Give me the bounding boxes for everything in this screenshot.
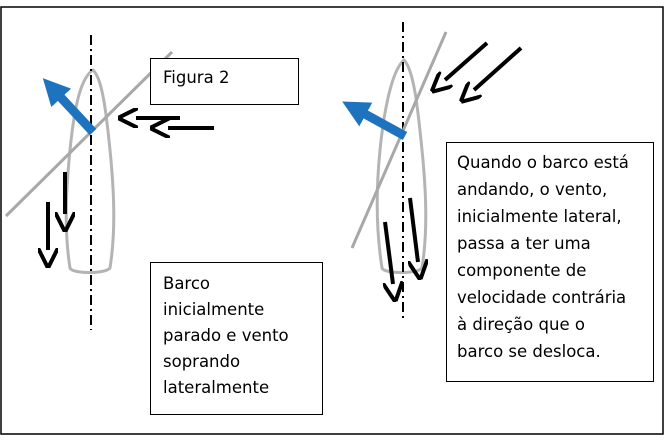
left-caption-line: soprando xyxy=(163,352,241,371)
right-caption-line: componente de xyxy=(457,261,587,280)
left-caption-box: Barco inicialmente parado e vento sopran… xyxy=(150,262,323,415)
right-caption-line: andando, o vento, xyxy=(457,180,608,199)
right-caption-line: inicialmente lateral, xyxy=(457,207,622,226)
figure-label-box: Figura 2 xyxy=(150,58,299,105)
left-boat-hull xyxy=(64,68,116,274)
outer-frame xyxy=(0,6,664,435)
right-caption-line: velocidade contrária xyxy=(457,288,627,307)
left-sail-force-arrow xyxy=(42,78,97,136)
left-caption-line: inicialmente xyxy=(163,300,265,319)
left-caption-line: parado e vento xyxy=(163,326,289,345)
right-down-arrow-short xyxy=(410,197,418,262)
right-wind-arrow-lower xyxy=(474,46,523,90)
right-caption-line: à direção que o xyxy=(457,315,585,334)
right-boat-group xyxy=(342,22,523,322)
right-sail-force-arrow xyxy=(342,101,408,140)
right-caption-line: barco se desloca. xyxy=(457,342,601,361)
right-caption-line: passa a ter uma xyxy=(457,234,591,253)
figure-label: Figura 2 xyxy=(163,68,230,87)
right-caption-box: Quando o barco está andando, o vento, in… xyxy=(446,142,654,382)
right-down-arrow-long xyxy=(385,221,393,284)
right-wind-arrow-upper xyxy=(445,41,489,80)
left-boat-group xyxy=(4,35,214,330)
right-boat-hull xyxy=(375,57,428,274)
right-sail-line xyxy=(350,31,448,249)
left-caption-line: Barco xyxy=(163,274,211,293)
right-caption-line: Quando o barco está xyxy=(457,153,629,172)
left-caption-line: lateralmente xyxy=(163,378,270,397)
